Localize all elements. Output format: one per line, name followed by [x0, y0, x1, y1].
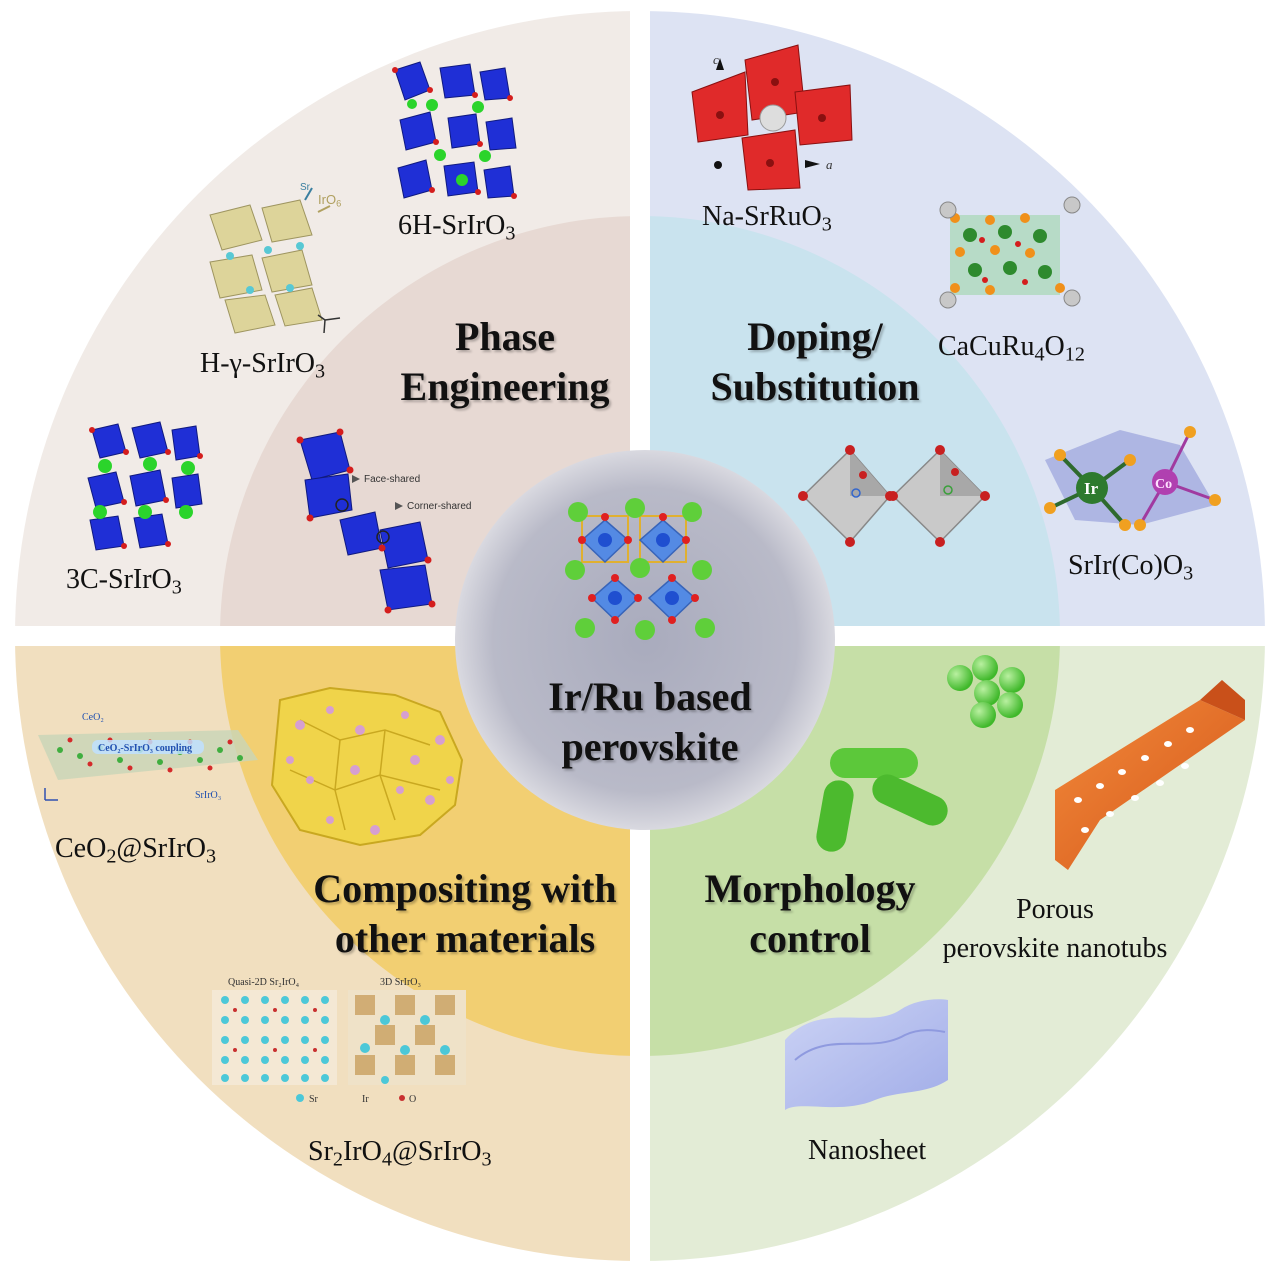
label-srirco-o3: SrIr(Co)O3: [1068, 550, 1194, 585]
composite-title-line1: Compositing with: [313, 866, 617, 911]
center-title-line2: perovskite: [561, 724, 739, 769]
edge-sharing-octahedra-image: [798, 445, 990, 547]
quasi2d-sr2iro4-lattice-image: [212, 990, 337, 1085]
phase-title: Phase Engineering: [380, 312, 630, 412]
label-6h-sriro3: 6H-SrIrO3: [398, 210, 516, 245]
label-face-shared: Face-shared: [364, 474, 420, 485]
nanorods-image: [816, 748, 948, 852]
structure-h-gamma-sriro3-image: [209, 187, 341, 334]
phase-title-line1: Phase: [455, 314, 555, 359]
structure-cacuru4o12-image: [939, 196, 1081, 309]
morphology-title-line1: Morphology: [704, 866, 916, 911]
nanosheet-image: [785, 999, 948, 1110]
legend-o: O: [409, 1094, 416, 1105]
label-porous-nanotubs: Porous perovskite nanotubs: [920, 890, 1190, 968]
label-porous-line2: perovskite nanotubs: [942, 933, 1168, 965]
label-corner-shared: Corner-shared: [407, 501, 471, 512]
structure-6h-sriro3-image: [392, 61, 517, 199]
label-coupling: CeO₂-SrIrO₃ coupling: [98, 743, 192, 754]
legend-sr: Sr: [309, 1094, 319, 1105]
center-title: Ir/Ru based perovskite: [505, 672, 795, 772]
structure-na-sruro3-image: [691, 44, 853, 191]
legend-sr-dot: [296, 1094, 304, 1102]
label-3c-sriro3: 3C-SrIrO3: [66, 564, 182, 599]
label-cacuru4o12: CaCuRu4O12: [938, 331, 1085, 366]
morphology-title-line2: control: [749, 916, 871, 961]
face-corner-shared-structure-image: [296, 428, 436, 614]
label-h-gamma-sriro3: H-γ-SrIrO3: [200, 348, 326, 383]
label-3d-sriro3: 3D SrIrO₃: [380, 977, 421, 988]
label-quasi2d: Quasi-2D Sr₂IrO₄: [228, 977, 300, 988]
doping-title-line2: Substitution: [710, 364, 920, 409]
composite-title-line2: other materials: [334, 916, 596, 961]
nanoparticle-cluster-image: [270, 686, 464, 847]
porous-nanotube-image: [1055, 680, 1245, 870]
legend-o-dot: [399, 1095, 405, 1101]
morphology-title: Morphology control: [690, 864, 930, 964]
label-sr-annotation: Sr: [300, 182, 311, 193]
phase-title-line2: Engineering: [400, 364, 610, 409]
ceo2-sriro3-slab-image: [38, 730, 258, 801]
label-co-atom: Co: [1155, 477, 1172, 492]
label-ceo2-sriro3: CeO2@SrIrO3: [55, 833, 217, 868]
label-sr2iro4-sriro3: Sr2IrO4@SrIrO3: [308, 1136, 492, 1171]
label-iro6-annotation: IrO6: [318, 192, 342, 209]
legend-ir: Ir: [362, 1094, 369, 1105]
label-ir-atom: Ir: [1084, 479, 1099, 498]
sriro3-3d-lattice-image: [348, 990, 466, 1085]
label-a-axis: a: [826, 157, 833, 172]
label-nanosheet: Nanosheet: [808, 1135, 927, 1166]
doping-title: Doping/ Substitution: [690, 312, 940, 412]
label-c-axis: c: [713, 52, 719, 67]
label-ceo2-small: CeO₂: [82, 712, 104, 723]
nanoparticles-spheres-image: [947, 655, 1025, 728]
label-na-sruro3: Na-SrRuO3: [702, 201, 832, 236]
label-sriro3-small: SrIrO₃: [195, 790, 221, 801]
doping-title-line1: Doping/: [747, 314, 883, 359]
structure-srirco-o3-image: [1044, 426, 1221, 531]
label-porous-line1: Porous: [1016, 894, 1094, 925]
center-title-line1: Ir/Ru based: [548, 674, 752, 719]
structure-3c-sriro3-image: [87, 421, 203, 551]
center-perovskite-structure-image: [565, 498, 715, 640]
composite-title: Compositing with other materials: [290, 864, 640, 964]
